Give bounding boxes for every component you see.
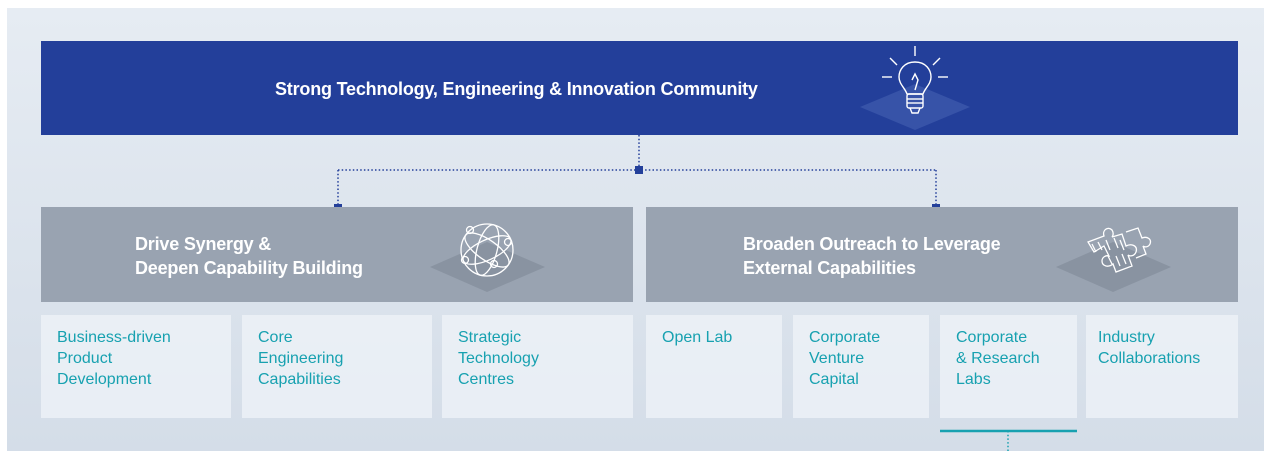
puzzle-icon (1056, 227, 1171, 292)
top-title: Strong Technology, Engineering & Innovat… (275, 79, 758, 99)
card-core-engineering-capabilities: Core Engineering Capabilities (242, 315, 432, 418)
pillar-title-outreach: Broaden Outreach to Leverage External Ca… (743, 234, 1001, 278)
pillar-box-synergy (41, 207, 633, 302)
card-corporate-venture-capital: Corporate Venture Capital (793, 315, 929, 418)
globe-network-icon (430, 223, 545, 292)
card-open-lab: Open Lab (646, 315, 782, 418)
top-community-box (41, 41, 1238, 135)
card-industry-collaborations: Industry Collaborations (1086, 315, 1238, 418)
card-business-driven-product-development: Business-driven Product Development (41, 315, 231, 418)
lightbulb-icon (860, 46, 970, 130)
card-strategic-technology-centres: Strategic Technology Centres (442, 315, 633, 418)
pillar-title-synergy: Drive Synergy & Deepen Capability Buildi… (135, 234, 363, 278)
card-corporate-research-labs: Corporate & Research Labs (940, 315, 1077, 418)
